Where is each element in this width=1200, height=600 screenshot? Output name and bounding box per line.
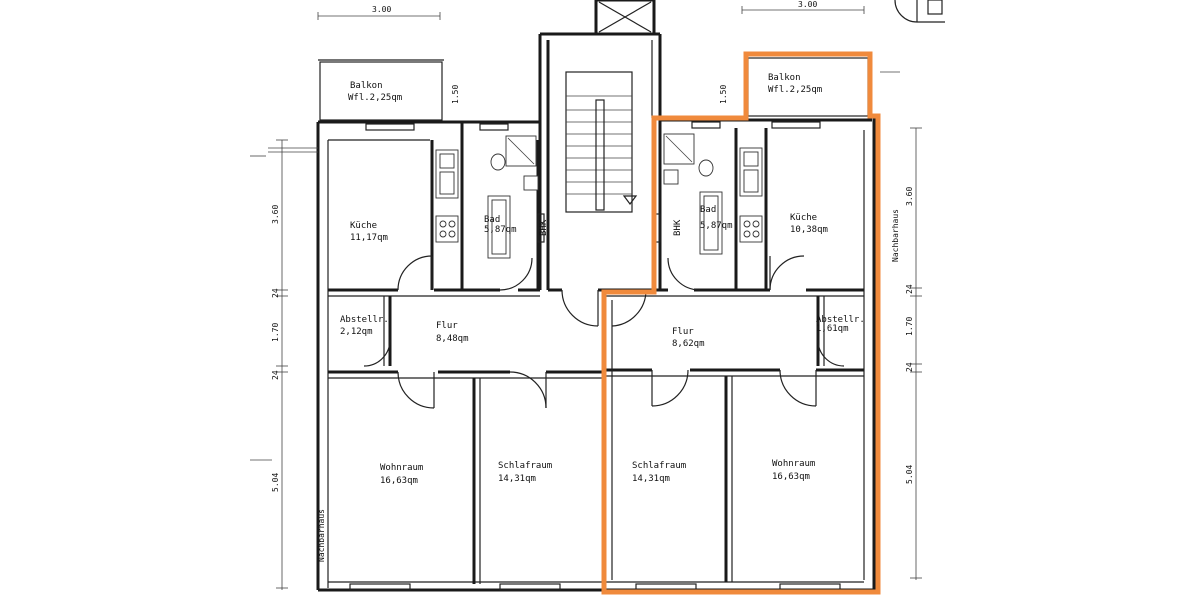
left-flur-area: 8,48qm (436, 334, 469, 344)
right-bad-area: 5,87qm (700, 221, 733, 231)
left-dimension-chain (250, 139, 288, 590)
dim-wall-left-a: 24 (271, 288, 280, 298)
dim-living-height-left: 5.04 (271, 473, 280, 492)
left-bath-fixtures (487, 135, 545, 259)
right-schlaf-area: 14,31qm (632, 474, 670, 484)
dim-top-left: 3.00 (372, 5, 391, 14)
dim-kitchen-height: 3.60 (271, 205, 280, 224)
right-schlaf-name: Schlafraum (632, 461, 686, 471)
right-unit-walls (604, 120, 864, 582)
right-bhk: BHK (673, 219, 683, 236)
right-flur-name: Flur (672, 327, 694, 337)
right-wohn-area: 16,63qm (772, 472, 810, 482)
dim-balcony-left: 1.50 (451, 85, 460, 104)
apartment-highlight-outline (601, 51, 881, 595)
left-abstell-name: Abstellr. (340, 315, 389, 325)
dim-wall-right-a: 24 (905, 284, 914, 294)
left-bad-area: 5,87qm (484, 225, 517, 235)
neighbor-left: Nachbarhaus (317, 509, 326, 562)
left-balkon-area: Wfl.2,25qm (348, 93, 402, 103)
right-balkon-name: Balkon (768, 73, 801, 83)
left-unit-walls (328, 122, 604, 584)
left-flur-name: Flur (436, 321, 458, 331)
right-abstell-area: 1,61qm (816, 324, 849, 334)
left-kueche-name: Küche (350, 221, 377, 231)
right-bad-name: Bad (700, 205, 716, 215)
building-walls (268, 32, 900, 592)
left-kueche-area: 11,17qm (350, 233, 388, 243)
right-balcony: Balkon Wfl.2,25qm (747, 57, 869, 117)
dim-wall-left-b: 24 (271, 370, 280, 380)
right-flur-area: 8,62qm (672, 339, 705, 349)
neighbor-right: Nachbarhaus (891, 209, 900, 262)
staircase (548, 71, 660, 327)
right-balkon-area: Wfl.2,25qm (768, 85, 822, 95)
dim-hall-height-left: 1.70 (271, 323, 280, 342)
dim-living-height-right: 5.04 (905, 465, 914, 484)
left-wohn-name: Wohnraum (380, 463, 423, 473)
right-kueche-area: 10,38qm (790, 225, 828, 235)
shaft (594, 0, 656, 36)
left-abstell-area: 2,12qm (340, 327, 373, 337)
left-balkon-name: Balkon (350, 81, 383, 91)
dim-top-right: 3.00 (798, 0, 817, 9)
dim-wall-right-b: 24 (905, 362, 914, 372)
top-dimensions: 3.00 3.00 (317, 0, 865, 20)
right-bath-fixtures (653, 133, 723, 255)
right-wohn-name: Wohnraum (772, 459, 815, 469)
left-wohn-area: 16,63qm (380, 476, 418, 486)
right-dimension-chain (910, 127, 922, 580)
compass-icon (894, 0, 945, 23)
dim-balcony-right: 1.50 (719, 85, 728, 104)
left-balcony: Balkon Wfl.2,25qm (318, 59, 444, 121)
right-kueche-name: Küche (790, 213, 817, 223)
dim-hall-height-right: 1.70 (905, 317, 914, 336)
left-kitchen-fixtures (435, 149, 459, 243)
dim-kitchen-height-right: 3.60 (905, 187, 914, 206)
right-abstell-name: Abstellr. (816, 315, 865, 325)
left-bad-name: Bad (484, 215, 500, 225)
left-schlaf-name: Schlafraum (498, 461, 552, 471)
right-kitchen-fixtures (739, 147, 763, 243)
left-bhk: BHK (539, 219, 549, 236)
left-schlaf-area: 14,31qm (498, 474, 536, 484)
